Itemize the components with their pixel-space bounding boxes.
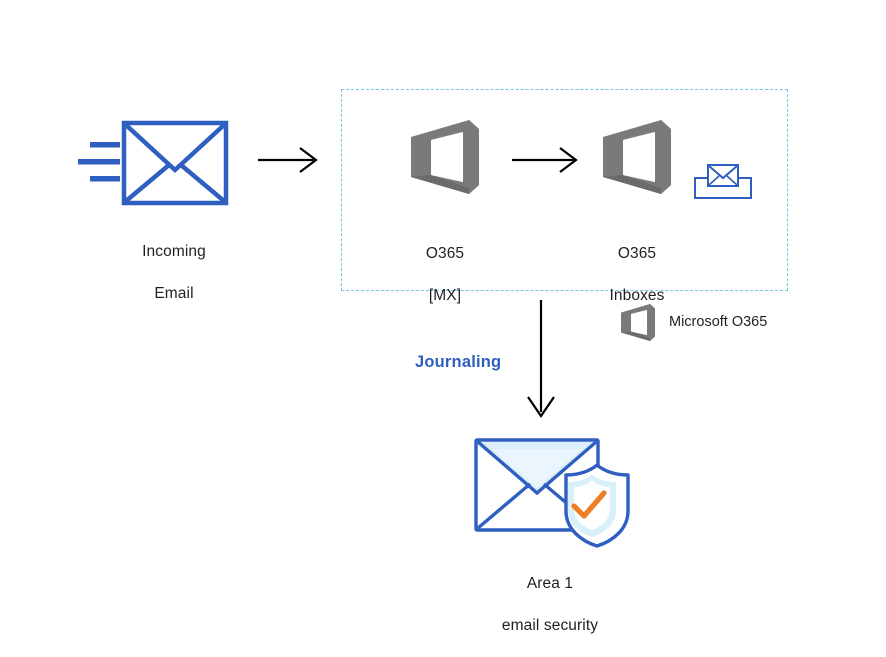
node-label-incoming-email: Incoming Email: [94, 220, 254, 325]
label-line: Area 1: [526, 575, 574, 592]
legend-microsoft-o365: Microsoft O365: [618, 300, 767, 344]
secure-email-shield-icon: [474, 438, 630, 548]
legend-label: Microsoft O365: [669, 314, 768, 330]
node-area1-email-security: Area 1 email security: [468, 432, 633, 634]
office-365-logo-icon: [621, 304, 655, 341]
office-365-logo-icon: [411, 120, 479, 194]
arrow-right-icon: [512, 147, 578, 173]
label-line: Email: [154, 285, 194, 302]
label-line: Incoming: [142, 243, 206, 260]
label-line: [MX]: [428, 287, 462, 304]
node-o365-inboxes: O365 Inboxes: [597, 112, 677, 304]
edge-inboxes-to-area1: [523, 300, 563, 422]
speed-lines-icon: [78, 142, 120, 182]
label-line: Inboxes: [609, 287, 665, 304]
edge-incoming-to-mx: [258, 142, 322, 178]
inbox-tray-icon: [694, 164, 752, 199]
label-line: O365: [425, 245, 465, 262]
envelope-icon: [78, 120, 229, 206]
o365-boundary-zone: [341, 89, 788, 291]
edge-label-journaling: Journaling: [415, 353, 502, 371]
arrow-down-icon: [527, 300, 555, 418]
node-o365-mx: O365 [MX]: [405, 112, 485, 304]
node-label-area1: Area 1 email security: [460, 552, 640, 657]
node-incoming-email: Incoming Email: [72, 118, 232, 302]
label-line: email security: [501, 617, 599, 634]
node-label-o365-inboxes: O365 Inboxes: [575, 222, 699, 327]
arrow-right-icon: [258, 147, 318, 173]
node-label-o365-mx: O365 [MX]: [383, 222, 507, 327]
shield-check-icon: [564, 463, 630, 548]
label-line: O365: [617, 245, 657, 262]
office-365-logo-icon: [603, 120, 671, 194]
node-inbox-tray: [692, 160, 754, 202]
edge-mx-to-inboxes: [512, 142, 584, 178]
